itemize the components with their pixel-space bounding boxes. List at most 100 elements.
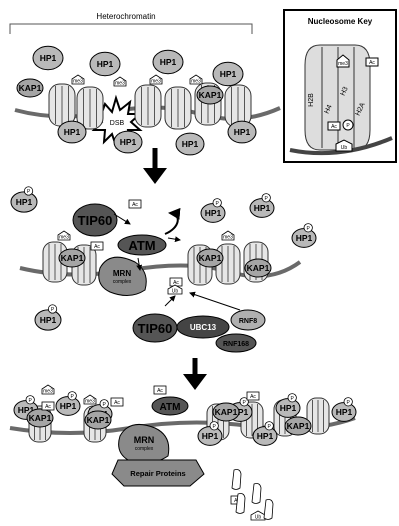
mrn-stage2-sublabel: complex	[113, 279, 132, 285]
kap1-protein: KAP1	[84, 410, 112, 430]
ub-label: Ub	[255, 515, 262, 521]
me3-mark: me3	[149, 74, 163, 85]
ub-mark: Ub	[167, 284, 183, 295]
ubc13-label: UBC13	[190, 323, 217, 332]
hp1-label: HP1	[220, 69, 237, 79]
kap1-protein: KAP1	[212, 402, 240, 422]
me3-mark: me3	[83, 394, 97, 405]
ac-label: Ac	[45, 404, 51, 410]
me3-label: me3	[43, 389, 53, 395]
kap1-label: KAP1	[61, 253, 84, 263]
hp1-protein: HP1	[113, 130, 143, 154]
hp1-label: HP1	[296, 233, 313, 243]
phospho-label: P	[307, 226, 311, 232]
ac-label: Ac	[250, 394, 256, 400]
ub-mark: Ub	[250, 510, 266, 521]
tip60-top-label: TIP60	[78, 213, 113, 228]
nucleosome	[48, 83, 76, 127]
ac-mark: Ac	[153, 385, 167, 395]
kap1-label: KAP1	[199, 253, 222, 263]
me3-mark: me3	[41, 384, 55, 395]
ac-label: Ac	[132, 202, 138, 208]
me3-label: me3	[73, 79, 83, 85]
feedback-arrows	[113, 207, 241, 311]
phospho-label: P	[27, 189, 31, 195]
atm-stage2	[117, 234, 167, 256]
hp1-label: HP1	[18, 405, 35, 415]
kap1-label: KAP1	[29, 413, 52, 423]
phospho-label: P	[213, 424, 217, 430]
nucleosome-key-box	[283, 9, 397, 163]
key-me3-tag	[336, 54, 350, 68]
histone-fragment	[235, 493, 246, 514]
hp1-label: HP1	[97, 59, 114, 69]
kap1-protein: KAP1	[196, 248, 224, 268]
key-histone-h4: H4	[324, 104, 334, 115]
hp1-label: HP1	[120, 137, 137, 147]
key-nucleosome	[289, 44, 393, 156]
tip60-top	[72, 203, 118, 237]
key-ub-tag	[335, 139, 353, 152]
key-ac-tag-mid	[327, 121, 341, 131]
me3-label: me3	[191, 79, 201, 85]
ac-label: Ac	[114, 400, 120, 406]
kap1-label: KAP1	[287, 421, 310, 431]
key-p-tag	[342, 119, 354, 131]
hp1-protein: HP1	[89, 51, 121, 77]
kap1-protein: KAP1	[244, 258, 272, 278]
hp1-protein: HP1	[175, 132, 205, 156]
hp1-label: HP1	[40, 315, 57, 325]
me3-mark: me3	[221, 230, 235, 241]
ac-mark: Ac	[246, 391, 260, 401]
repair-proteins	[111, 459, 205, 487]
histone-fragment	[231, 469, 242, 490]
hp1-label: HP1	[16, 197, 33, 207]
hp1-protein: HP1 P	[10, 186, 38, 213]
dsb-label: DSB	[110, 120, 125, 127]
hp1-label: HP1	[205, 208, 222, 218]
ac-mark: Ac	[128, 199, 142, 209]
hp1-protein: HP1	[152, 49, 184, 75]
kap1-protein: KAP1	[58, 248, 86, 268]
hp1-protein: HP1	[227, 120, 257, 144]
hp1-label: HP1	[336, 407, 353, 417]
nucleosome	[76, 86, 104, 130]
phospho-label: P	[51, 307, 55, 313]
heterochromatin-title: Heterochromatin	[96, 12, 155, 21]
ac-mark: Ac	[110, 397, 124, 407]
hp1-label: HP1	[40, 53, 57, 63]
stage-arrow-1	[143, 148, 167, 184]
atm-stage2-label: ATM	[128, 238, 155, 253]
phospho-label: P	[71, 394, 75, 400]
kap1-protein: KAP1	[26, 408, 54, 428]
heterochromatin-bracket	[9, 23, 253, 34]
hp1-label: HP1	[254, 203, 271, 213]
hp1-label: HP1	[232, 407, 249, 417]
rnf8-label: RNF8	[239, 318, 257, 325]
phospho-label: P	[103, 402, 107, 408]
hp1-label: HP1	[280, 403, 297, 413]
hp1-label: HP1	[182, 139, 199, 149]
ac-mark: Ac	[41, 401, 55, 411]
key-p-label: P	[346, 123, 350, 129]
nucleosome	[164, 86, 192, 130]
me3-label: me3	[59, 235, 69, 241]
phospho-label: P	[29, 398, 33, 404]
rnf168-label: RNF168	[223, 341, 249, 348]
rnf168	[215, 333, 257, 353]
hp1-label: HP1	[160, 57, 177, 67]
ac-mark: Ac	[169, 277, 183, 287]
mrn-complex-stage3	[118, 423, 170, 464]
phospho-label: P	[243, 400, 247, 406]
phospho-label: P	[347, 400, 351, 406]
atm-stage3	[151, 396, 189, 416]
